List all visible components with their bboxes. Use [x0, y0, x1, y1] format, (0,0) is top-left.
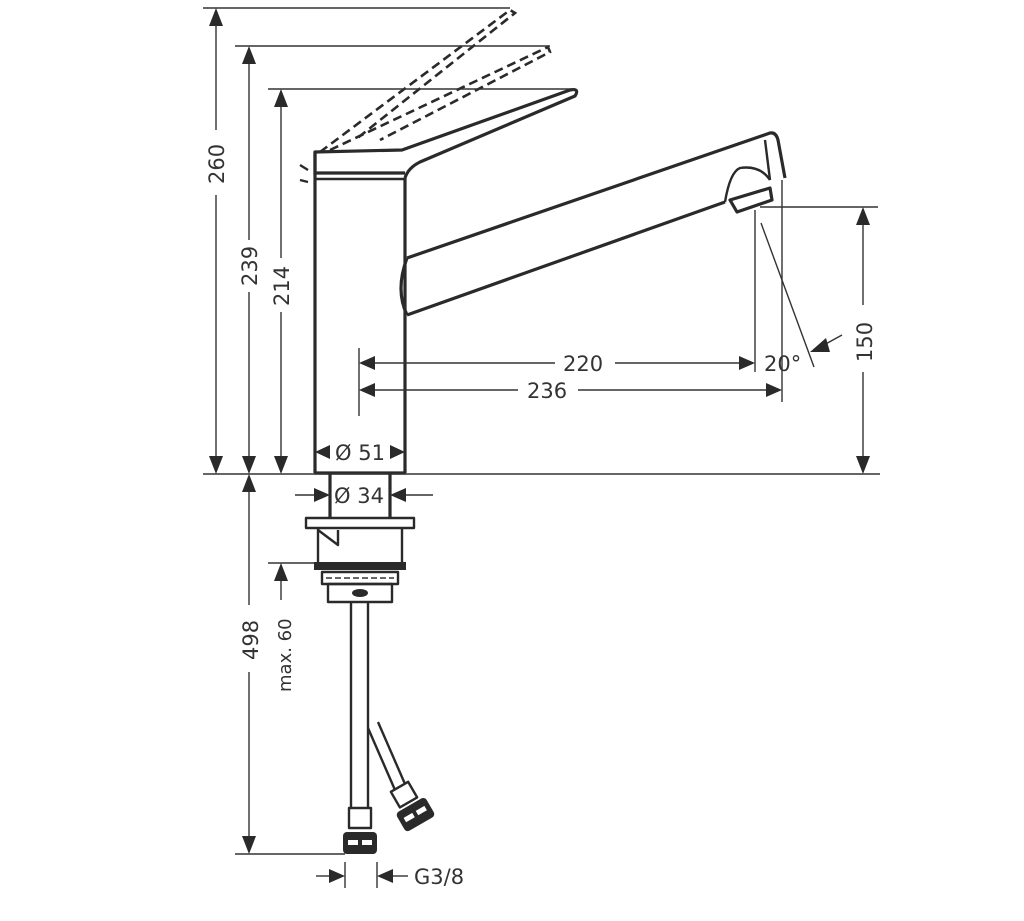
lever — [299, 88, 579, 184]
thread-dimension — [316, 862, 408, 888]
supply-hoses — [343, 602, 435, 854]
spout-reach-total-label: 236 — [527, 379, 567, 403]
mounting-assembly — [304, 516, 416, 604]
thread-label: G3/8 — [414, 865, 464, 889]
spout-angle-indicator — [760, 222, 843, 368]
deck-thickness-label: max. 60 — [275, 618, 296, 692]
height-total-label: 260 — [205, 144, 229, 184]
shank — [295, 474, 433, 518]
shank-diameter-label: Ø 34 — [334, 484, 384, 508]
reach-dimensions — [358, 180, 783, 416]
spout-height-label: 150 — [853, 322, 877, 362]
deck-thickness-dimension — [268, 562, 314, 600]
body-diameter-label: Ø 51 — [335, 441, 385, 465]
height-lever-closed-label: 214 — [270, 266, 294, 306]
spout — [399, 131, 787, 317]
tap-body — [313, 152, 407, 475]
spout-height-dimension — [760, 206, 878, 474]
installation-depth-label: 498 — [239, 620, 263, 660]
height-lever-mid-label: 239 — [238, 246, 262, 286]
installation-depth-dimension — [235, 474, 345, 855]
body-diameter-dimension — [315, 445, 405, 459]
spout-angle-label: 20° — [764, 352, 801, 376]
lever-open-positions — [319, 8, 552, 154]
spout-reach-label: 220 — [563, 352, 603, 376]
height-dimension-lines — [203, 7, 880, 475]
